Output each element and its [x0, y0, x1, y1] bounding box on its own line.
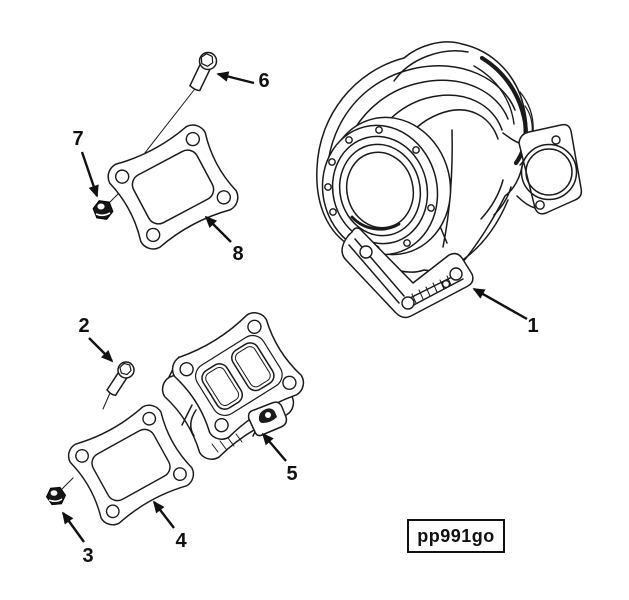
callout-label-2: 2: [78, 315, 90, 337]
callout-label-7: 7: [72, 128, 84, 150]
arrow-to-turbocharger: [472, 287, 528, 321]
callout-label-1: 1: [527, 315, 539, 337]
turbocharger-drawing: [316, 41, 583, 319]
callout-label-6: 6: [258, 70, 270, 92]
callout-label-8: 8: [232, 243, 244, 265]
callout-arrows: [62, 71, 528, 543]
adapter-hatching: [211, 433, 243, 453]
arrow-to-gasket-8: [204, 215, 232, 243]
gasket-lower-drawing: [63, 399, 199, 531]
arrow-to-gasket-4: [152, 500, 175, 529]
image-code-text: pp991go: [417, 525, 495, 546]
arrow-to-nut-3: [62, 511, 85, 543]
hex-nut-lower-drawing: [45, 477, 74, 506]
arrow-to-adapter-5: [261, 432, 287, 462]
arrow-to-bolt-2: [88, 337, 114, 363]
hex-nut-upper-drawing: [92, 189, 123, 220]
callout-label-5: 5: [286, 463, 298, 485]
gasket-upper-drawing: [102, 119, 244, 255]
image-code-box: pp991go: [407, 519, 505, 553]
hex-bolt-lower-drawing: [102, 361, 135, 410]
arrow-to-nut-7: [80, 151, 99, 198]
arrow-to-bolt-6: [216, 71, 255, 85]
callout-label-3: 3: [82, 545, 94, 567]
adapter-plate-drawing: [156, 306, 310, 466]
callout-label-4: 4: [175, 530, 187, 552]
